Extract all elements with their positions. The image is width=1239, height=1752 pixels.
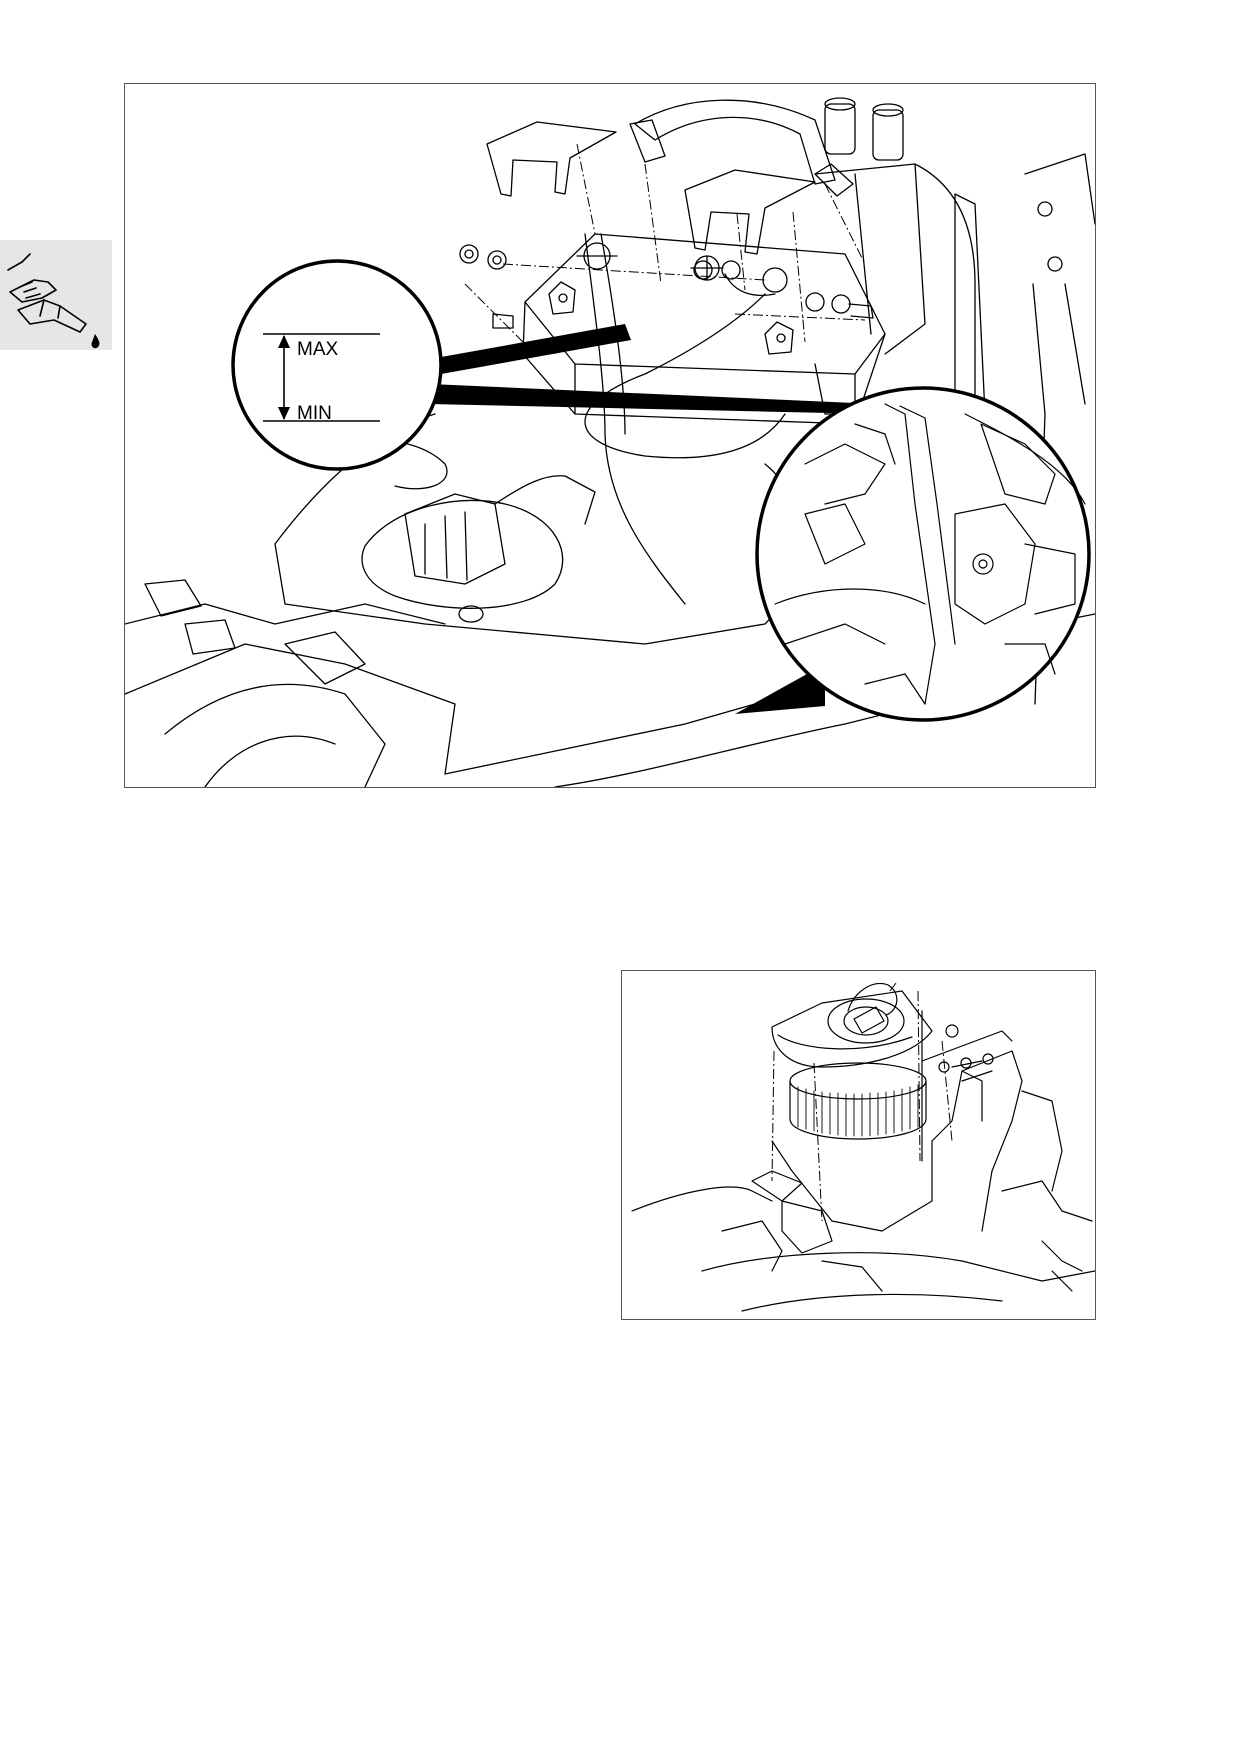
case-min-mark: MIN <box>545 350 556 356</box>
min-level-label: MIN <box>297 403 332 424</box>
maintenance-oiling-icon <box>7 253 100 349</box>
section-tab <box>0 240 112 350</box>
max-level-label: MAX <box>297 339 339 360</box>
battery-illustration: MAX MIN MAX MIN <box>124 83 1096 788</box>
air-filter-illustration <box>621 970 1096 1320</box>
case-max-mark: MAX <box>545 342 558 348</box>
